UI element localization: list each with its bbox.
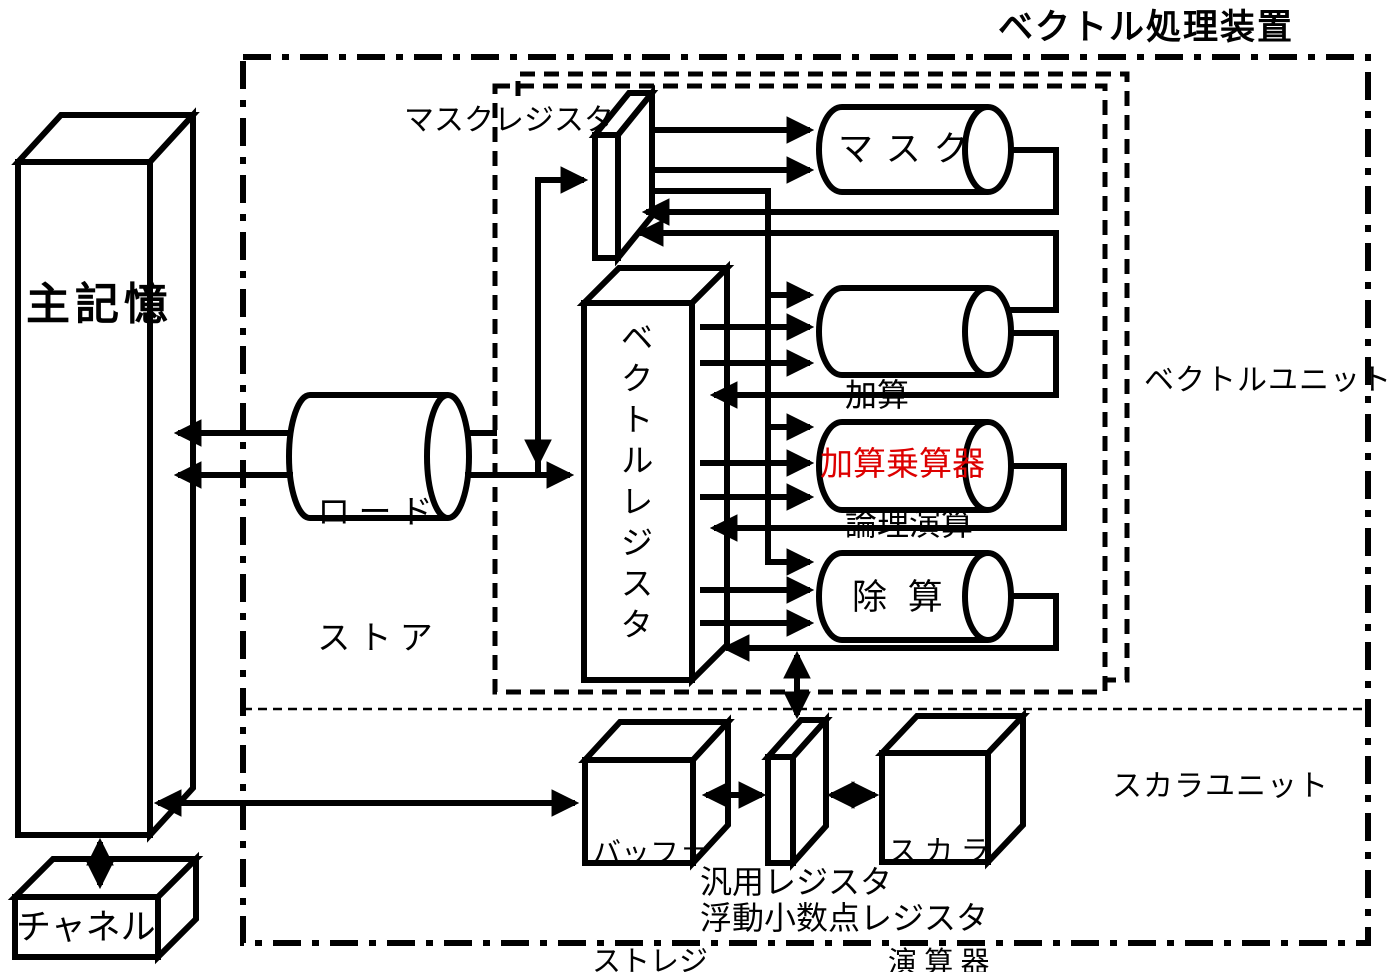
- arrow-addmultiply-return-vreg: [709, 463, 1067, 542]
- mask-pipeline-label: マ ス ク: [838, 130, 971, 169]
- vector-unit-label: ベクトルユニット: [1144, 364, 1390, 397]
- load-store-label: ロ ー ド ス ト ア: [317, 495, 433, 657]
- vector-register-label: ベクトルレジスタ: [614, 320, 651, 648]
- arrow-maskreg-trunk-divide: [652, 188, 815, 576]
- fp-register-label: 浮動小数点レジスタ: [700, 900, 989, 936]
- arrow-divide-return-vreg: [721, 593, 1059, 662]
- divide-pipeline-label: 除 算: [852, 578, 949, 617]
- scalar-alu-label: ス カ ラ 演 算 器: [888, 836, 990, 972]
- main-memory-box: [11, 107, 200, 843]
- add-logic-pipeline-label: 加算 論理演算: [845, 377, 974, 542]
- vector-register-box: [576, 260, 735, 688]
- vector-unit-frame-back: [515, 71, 1130, 683]
- mask-pipeline-cylinder: [816, 104, 1014, 195]
- channel-label: チャネル: [16, 908, 156, 947]
- general-register-slab: [761, 712, 833, 871]
- add-multiply-pipeline-label: 加算乗算器: [820, 447, 985, 483]
- add-logic-pipeline-cylinder: [816, 285, 1014, 378]
- load-store-pipe: [286, 392, 472, 521]
- arrow-addlogic-return-maskreg: [635, 219, 1059, 313]
- scalar-alu-box: [875, 708, 1030, 870]
- main-memory-label: 主記憶: [26, 280, 173, 329]
- mask-register-label: マスクレジスタ: [404, 104, 614, 137]
- diagram-title: ベクトル処理装置: [998, 8, 1295, 47]
- processor-outer-frame: [240, 54, 1371, 946]
- buffer-storage-label: バッファ ストレジ: [592, 838, 709, 972]
- arrow-riser-to-maskreg: [535, 166, 589, 472]
- arrow-maskpipe-return-maskreg: [641, 147, 1059, 226]
- data-path-arrows: [86, 116, 1067, 890]
- divide-pipeline-cylinder: [816, 550, 1014, 643]
- scalar-unit-label: スカラユニット: [1112, 770, 1329, 803]
- arrow-addlogic-return-vreg: [709, 330, 1059, 409]
- general-register-label: 汎用レジスタ: [700, 864, 893, 900]
